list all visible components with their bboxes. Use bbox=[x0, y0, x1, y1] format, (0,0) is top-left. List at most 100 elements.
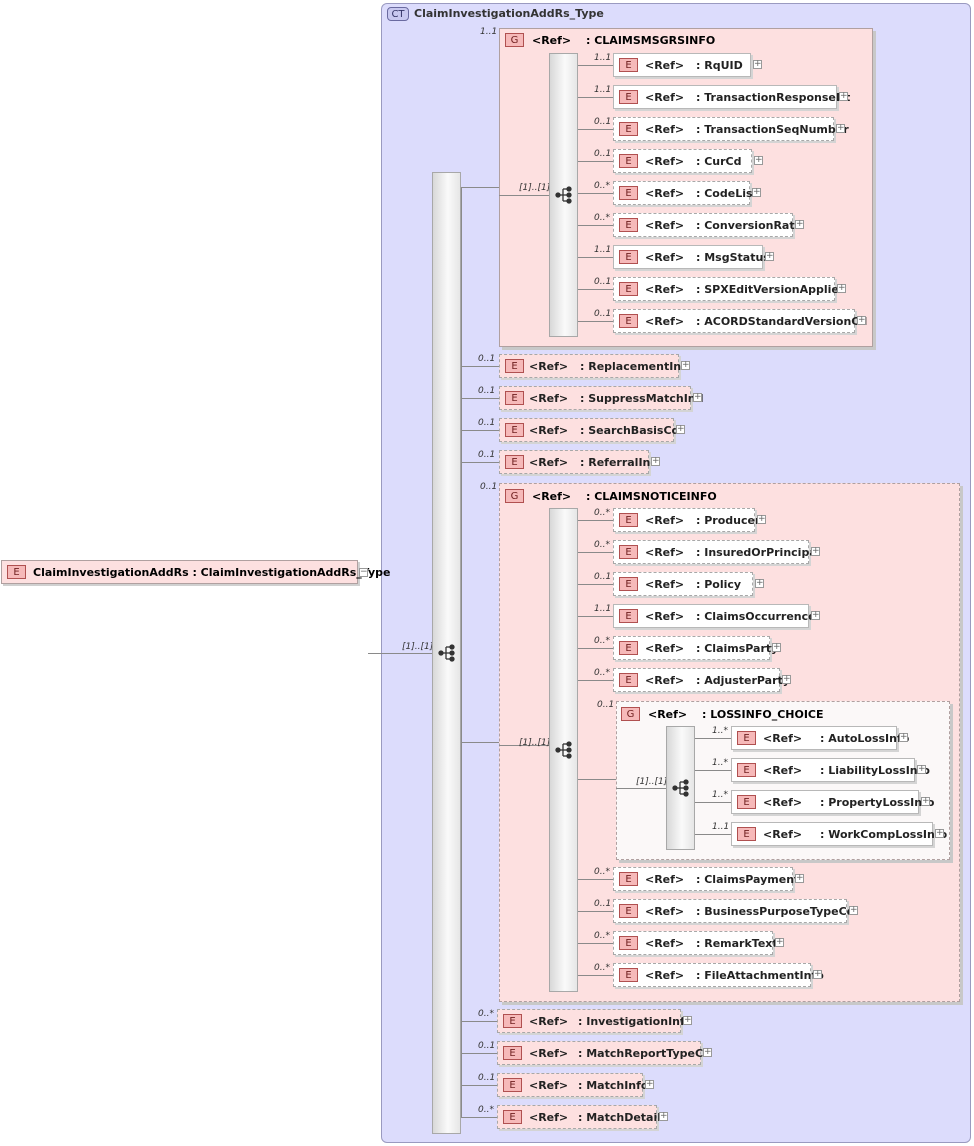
expand-icon[interactable]: + bbox=[693, 392, 702, 402]
element-box[interactable]: E<Ref>: SearchBasisCd bbox=[499, 418, 679, 442]
element-box[interactable]: E<Ref>: Producer bbox=[613, 508, 760, 532]
element-box[interactable]: E<Ref>: SPXEditVersionApplied bbox=[613, 277, 847, 301]
element-box[interactable]: E<Ref>: ClaimsOccurrence bbox=[613, 604, 816, 628]
expand-icon[interactable]: + bbox=[857, 315, 866, 325]
connector-line bbox=[461, 366, 499, 367]
expand-icon[interactable]: + bbox=[659, 1111, 668, 1121]
group-cardinality: 0..1 bbox=[480, 482, 498, 492]
element-box[interactable]: E<Ref>: RemarkText bbox=[613, 931, 778, 955]
element-box[interactable]: E<Ref>: TransactionResponseDt bbox=[613, 85, 850, 109]
element-box[interactable]: E<Ref>: ConversionRate bbox=[613, 213, 802, 237]
expand-icon[interactable]: + bbox=[755, 578, 764, 588]
expand-icon[interactable]: + bbox=[811, 610, 820, 620]
connector-line bbox=[578, 225, 613, 226]
element-badge: E bbox=[737, 731, 756, 745]
element-name: : ClaimsPayment bbox=[696, 873, 800, 886]
expand-icon[interactable]: + bbox=[813, 969, 822, 979]
ref-label: <Ref> bbox=[645, 969, 685, 982]
element-box[interactable]: E<Ref>: RqUID bbox=[613, 53, 751, 77]
element-box[interactable]: E<Ref>: MatchReportTypeCd bbox=[497, 1041, 711, 1065]
expand-icon[interactable]: + bbox=[782, 674, 791, 684]
expand-icon[interactable]: + bbox=[772, 642, 781, 652]
connector-line bbox=[578, 161, 613, 162]
expand-icon[interactable]: + bbox=[899, 732, 908, 742]
connector-line bbox=[578, 680, 613, 681]
element-box[interactable]: E<Ref>: WorkCompLossInfo bbox=[731, 822, 947, 846]
element-box[interactable]: E<Ref>: AdjusterParty bbox=[613, 668, 790, 692]
connector-line bbox=[461, 742, 499, 743]
element-box[interactable]: E<Ref>: MsgStatus bbox=[613, 245, 770, 269]
expand-icon[interactable]: + bbox=[935, 828, 944, 838]
ref-label: <Ref> bbox=[763, 764, 803, 777]
ref-label: <Ref> bbox=[645, 219, 685, 232]
element-box[interactable]: E<Ref>: InvestigationInfo bbox=[497, 1009, 692, 1033]
expand-icon[interactable]: + bbox=[703, 1047, 712, 1057]
expand-icon[interactable]: + bbox=[839, 91, 848, 101]
element-box[interactable]: E<Ref>: PropertyLossInfo bbox=[731, 790, 934, 814]
expand-icon[interactable]: + bbox=[683, 1015, 692, 1025]
expand-icon[interactable]: + bbox=[651, 456, 660, 466]
expand-icon[interactable]: + bbox=[849, 905, 858, 915]
element-box[interactable]: E<Ref>: FileAttachmentInfo bbox=[613, 963, 824, 987]
connector-line bbox=[499, 195, 549, 196]
expand-icon[interactable]: + bbox=[795, 219, 804, 229]
ref-label: <Ref> bbox=[763, 828, 803, 841]
element-name: : FileAttachmentInfo bbox=[696, 969, 824, 982]
expand-icon[interactable]: + bbox=[681, 360, 690, 370]
element-cardinality: 0..* bbox=[594, 181, 610, 191]
element-box[interactable]: E<Ref>: AutoLossInfo bbox=[731, 726, 909, 750]
element-box[interactable]: E<Ref>: ReplacementInd bbox=[499, 354, 689, 378]
connector-line bbox=[695, 770, 731, 771]
element-box[interactable]: E<Ref>: ClaimsParty bbox=[613, 636, 778, 660]
element-box[interactable]: E<Ref>: BusinessPurposeTypeCd bbox=[613, 899, 855, 923]
element-cardinality: 0..1 bbox=[594, 277, 612, 287]
element-cardinality: 0..1 bbox=[594, 117, 612, 127]
root-element-name: ClaimInvestigationAddRs : ClaimInvestiga… bbox=[33, 566, 391, 579]
element-name: : AdjusterParty bbox=[696, 674, 790, 687]
element-box[interactable]: E<Ref>: ClaimsPayment bbox=[613, 867, 799, 891]
element-name: : InvestigationInfo bbox=[578, 1015, 693, 1028]
connector-line bbox=[578, 65, 613, 66]
connector-line bbox=[461, 187, 462, 1118]
expand-icon[interactable]: + bbox=[753, 59, 762, 69]
group-cardinality: 0..1 bbox=[597, 700, 615, 710]
expand-icon[interactable]: + bbox=[837, 283, 846, 293]
group-name: : LOSSINFO_CHOICE bbox=[702, 708, 824, 721]
expand-icon[interactable]: + bbox=[676, 424, 685, 434]
element-box[interactable]: E<Ref>: ACORDStandardVersionCd bbox=[613, 309, 867, 333]
expand-icon[interactable]: + bbox=[917, 764, 926, 774]
expand-icon[interactable]: + bbox=[795, 873, 804, 883]
expand-icon[interactable]: + bbox=[645, 1079, 654, 1089]
element-box[interactable]: E<Ref>: CurCd bbox=[613, 149, 752, 173]
element-name: : ReferralInd bbox=[580, 456, 659, 469]
connector-line bbox=[578, 193, 613, 194]
connector-line bbox=[578, 911, 613, 912]
element-box[interactable]: E<Ref>: MatchDetails bbox=[497, 1105, 668, 1129]
element-cardinality: 0..* bbox=[594, 213, 610, 223]
element-box[interactable]: E<Ref>: Policy bbox=[613, 572, 753, 596]
expand-icon[interactable]: + bbox=[754, 155, 763, 165]
expand-icon[interactable]: + bbox=[757, 514, 766, 524]
expand-icon[interactable]: + bbox=[921, 796, 930, 806]
element-box[interactable]: E<Ref>: TransactionSeqNumber bbox=[613, 117, 849, 141]
expand-icon[interactable]: + bbox=[765, 251, 774, 261]
connector-line bbox=[461, 462, 499, 463]
expand-icon[interactable]: + bbox=[752, 187, 761, 197]
element-badge: E bbox=[619, 904, 638, 918]
root-element[interactable]: E ClaimInvestigationAddRs : ClaimInvesti… bbox=[1, 560, 391, 584]
element-box[interactable]: E<Ref>: InsuredOrPrincipal bbox=[613, 540, 821, 564]
expand-icon[interactable]: + bbox=[811, 546, 820, 556]
element-cardinality: 0..* bbox=[478, 1009, 494, 1019]
element-box[interactable]: E<Ref>: ReferralInd bbox=[499, 450, 658, 474]
element-box[interactable]: E<Ref>: MatchInfo bbox=[497, 1073, 648, 1097]
element-name: : BusinessPurposeTypeCd bbox=[696, 905, 855, 918]
element-box[interactable]: E<Ref>: LiabilityLossInfo bbox=[731, 758, 930, 782]
element-name: : TransactionSeqNumber bbox=[696, 123, 849, 136]
element-box[interactable]: E<Ref>: CodeList bbox=[613, 181, 758, 205]
expand-icon[interactable]: + bbox=[836, 123, 845, 133]
element-box[interactable]: E<Ref>: SuppressMatchInd bbox=[499, 386, 704, 410]
connector-line bbox=[578, 289, 613, 290]
element-badge: E bbox=[737, 795, 756, 809]
collapse-icon[interactable]: − bbox=[359, 567, 368, 577]
expand-icon[interactable]: + bbox=[775, 937, 784, 947]
